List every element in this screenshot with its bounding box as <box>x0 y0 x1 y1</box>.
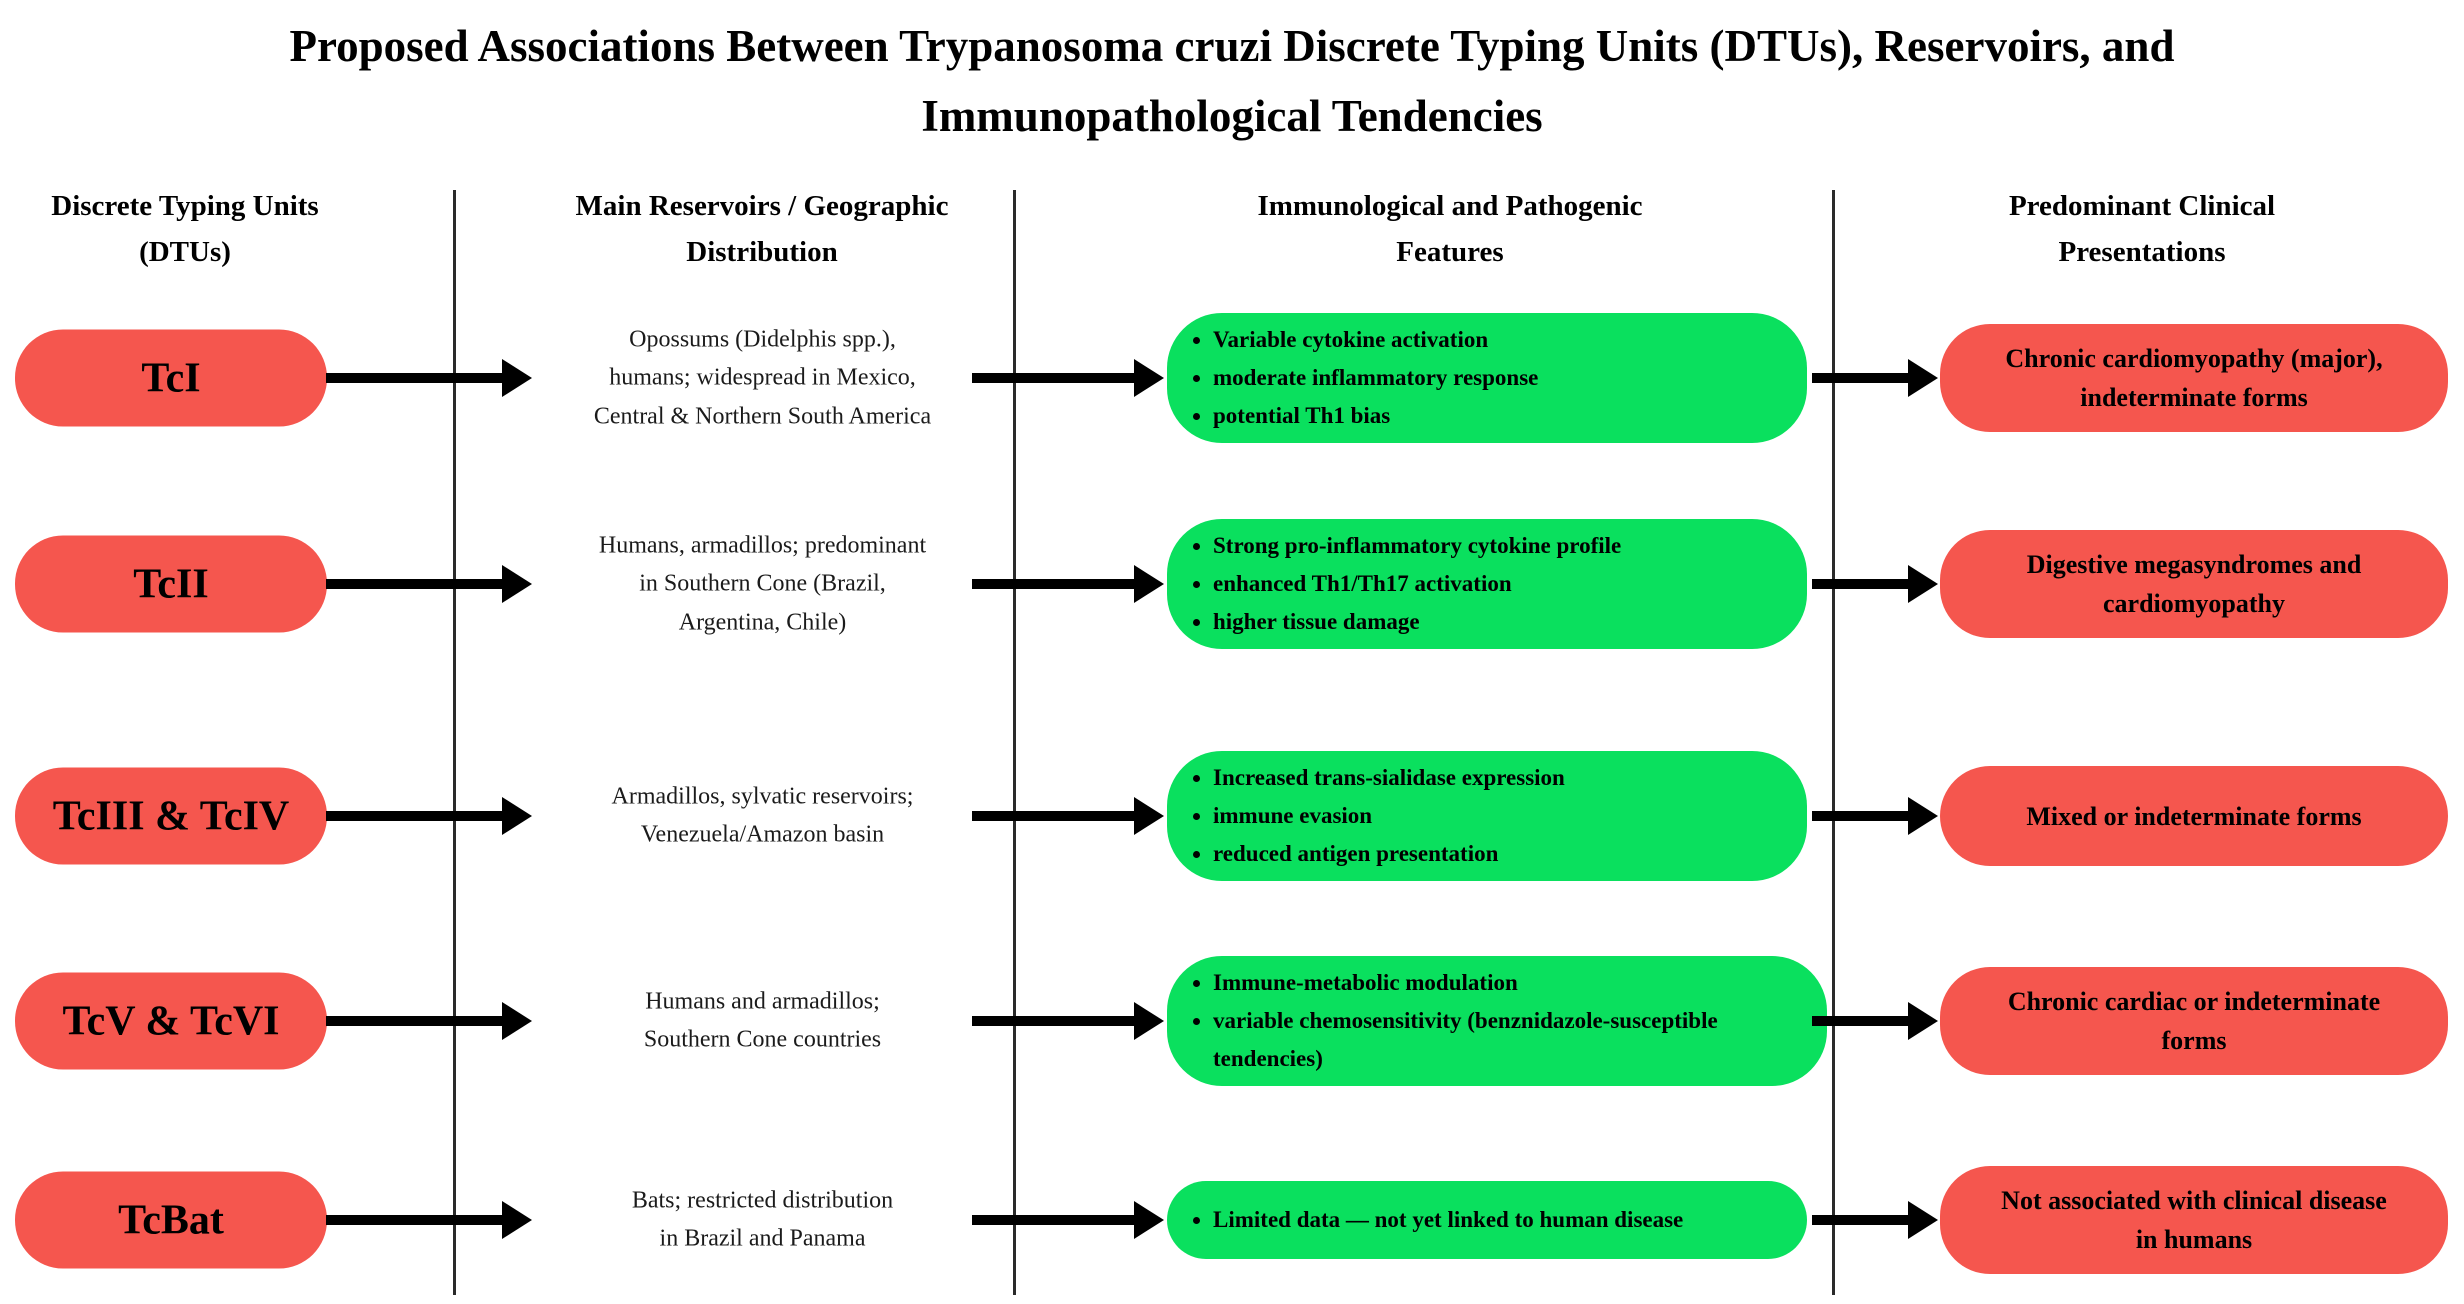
flow-arrow <box>1812 564 1938 604</box>
arrow-head-icon <box>502 1201 532 1239</box>
flow-arrow <box>972 358 1164 398</box>
flow-arrow <box>326 1200 532 1240</box>
arrow-head-icon <box>1908 1002 1938 1040</box>
flow-arrow <box>326 564 532 604</box>
arrow-line <box>1812 1016 1908 1026</box>
flow-arrow <box>326 358 532 398</box>
features-list: Increased trans-sialidase expressionimmu… <box>1167 759 1571 873</box>
column-header-reservoirs: Main Reservoirs / Geographic Distributio… <box>532 184 992 276</box>
column-header-features-line2: Features <box>1396 235 1504 268</box>
features-list: Strong pro-inflammatory cytokine profile… <box>1167 527 1627 641</box>
dtu-node: TcIII & TcIV <box>15 767 327 865</box>
presentation-box: Chronic cardiomyopathy (major),indetermi… <box>1940 324 2448 432</box>
reservoir-text: Armadillos, sylvatic reservoirs;Venezuel… <box>611 783 914 848</box>
dtu-node: TcBat <box>15 1171 327 1269</box>
column-header-dtus-line2: (DTUs) <box>139 235 231 268</box>
arrow-head-icon <box>1134 565 1164 603</box>
column-header-features: Immunological and Pathogenic Features <box>1190 184 1710 276</box>
arrow-line <box>972 373 1134 383</box>
arrow-line <box>972 1016 1134 1026</box>
diagram-title-line2: Immunopathological Tendencies <box>921 90 1543 141</box>
reservoir-text: Opossums (Didelphis spp.),humans; widesp… <box>593 326 932 430</box>
features-list: Immune-metabolic modulationvariable chem… <box>1167 964 1827 1078</box>
column-header-dtus: Discrete Typing Units (DTUs) <box>5 184 365 276</box>
arrow-head-icon <box>1908 797 1938 835</box>
arrow-line <box>972 1215 1134 1225</box>
column-header-presentations: Predominant Clinical Presentations <box>1932 184 2352 276</box>
arrow-line <box>972 579 1134 589</box>
features-list: Limited data — not yet linked to human d… <box>1167 1201 1689 1239</box>
flow-arrow <box>1812 358 1938 398</box>
arrow-head-icon <box>1908 565 1938 603</box>
arrow-head-icon <box>502 797 532 835</box>
arrow-head-icon <box>502 565 532 603</box>
flow-arrow <box>1812 796 1938 836</box>
column-header-reservoirs-line1: Main Reservoirs / Geographic <box>575 190 949 222</box>
flow-arrow <box>1812 1200 1938 1240</box>
reservoir-text: Humans and armadillos;Southern Cone coun… <box>643 988 882 1053</box>
arrow-line <box>1812 811 1908 821</box>
arrow-line <box>1812 1215 1908 1225</box>
column-header-presentations-line2: Presentations <box>2058 235 2226 268</box>
diagram-title-line1: Proposed Associations Between Trypanosom… <box>289 21 2175 71</box>
arrow-line <box>1812 579 1908 589</box>
features-box: Variable cytokine activationmoderate inf… <box>1167 313 1807 443</box>
flow-arrow <box>326 1001 532 1041</box>
arrow-head-icon <box>1908 1201 1938 1239</box>
features-box: Limited data — not yet linked to human d… <box>1167 1181 1807 1259</box>
arrow-line <box>1812 373 1908 383</box>
column-divider-1 <box>453 190 456 1295</box>
column-header-dtus-line1: Discrete Typing Units <box>51 190 319 222</box>
column-header-presentations-line1: Predominant Clinical <box>2008 190 2276 222</box>
presentation-box: Mixed or indeterminate forms <box>1940 766 2448 866</box>
flow-arrow <box>972 1001 1164 1041</box>
arrow-head-icon <box>1134 1002 1164 1040</box>
diagram-title: Proposed Associations Between Trypanosom… <box>0 12 2464 152</box>
arrow-head-icon <box>502 1002 532 1040</box>
flow-arrow <box>326 796 532 836</box>
arrow-line <box>326 373 502 383</box>
features-box: Increased trans-sialidase expressionimmu… <box>1167 751 1807 881</box>
flow-arrow <box>1812 1001 1938 1041</box>
column-divider-2 <box>1013 190 1016 1295</box>
arrow-line <box>972 811 1134 821</box>
flow-arrow <box>972 1200 1164 1240</box>
dtu-node: TcII <box>15 535 327 633</box>
flow-arrow <box>972 564 1164 604</box>
arrow-head-icon <box>1134 797 1164 835</box>
features-box: Strong pro-inflammatory cytokine profile… <box>1167 519 1807 649</box>
column-divider-3 <box>1832 190 1835 1295</box>
arrow-head-icon <box>1908 359 1938 397</box>
arrow-head-icon <box>502 359 532 397</box>
column-header-reservoirs-line2: Distribution <box>686 235 838 268</box>
dtu-node: TcI <box>15 329 327 427</box>
column-header-features-line1: Immunological and Pathogenic <box>1257 190 1643 222</box>
dtu-node: TcV & TcVI <box>15 972 327 1070</box>
arrow-line <box>326 1016 502 1026</box>
features-box: Immune-metabolic modulationvariable chem… <box>1167 956 1827 1086</box>
arrow-head-icon <box>1134 359 1164 397</box>
features-list: Variable cytokine activationmoderate inf… <box>1167 321 1544 435</box>
arrow-line <box>326 1215 502 1225</box>
arrow-head-icon <box>1134 1201 1164 1239</box>
flow-arrow <box>972 796 1164 836</box>
arrow-line <box>326 579 502 589</box>
arrow-line <box>326 811 502 821</box>
